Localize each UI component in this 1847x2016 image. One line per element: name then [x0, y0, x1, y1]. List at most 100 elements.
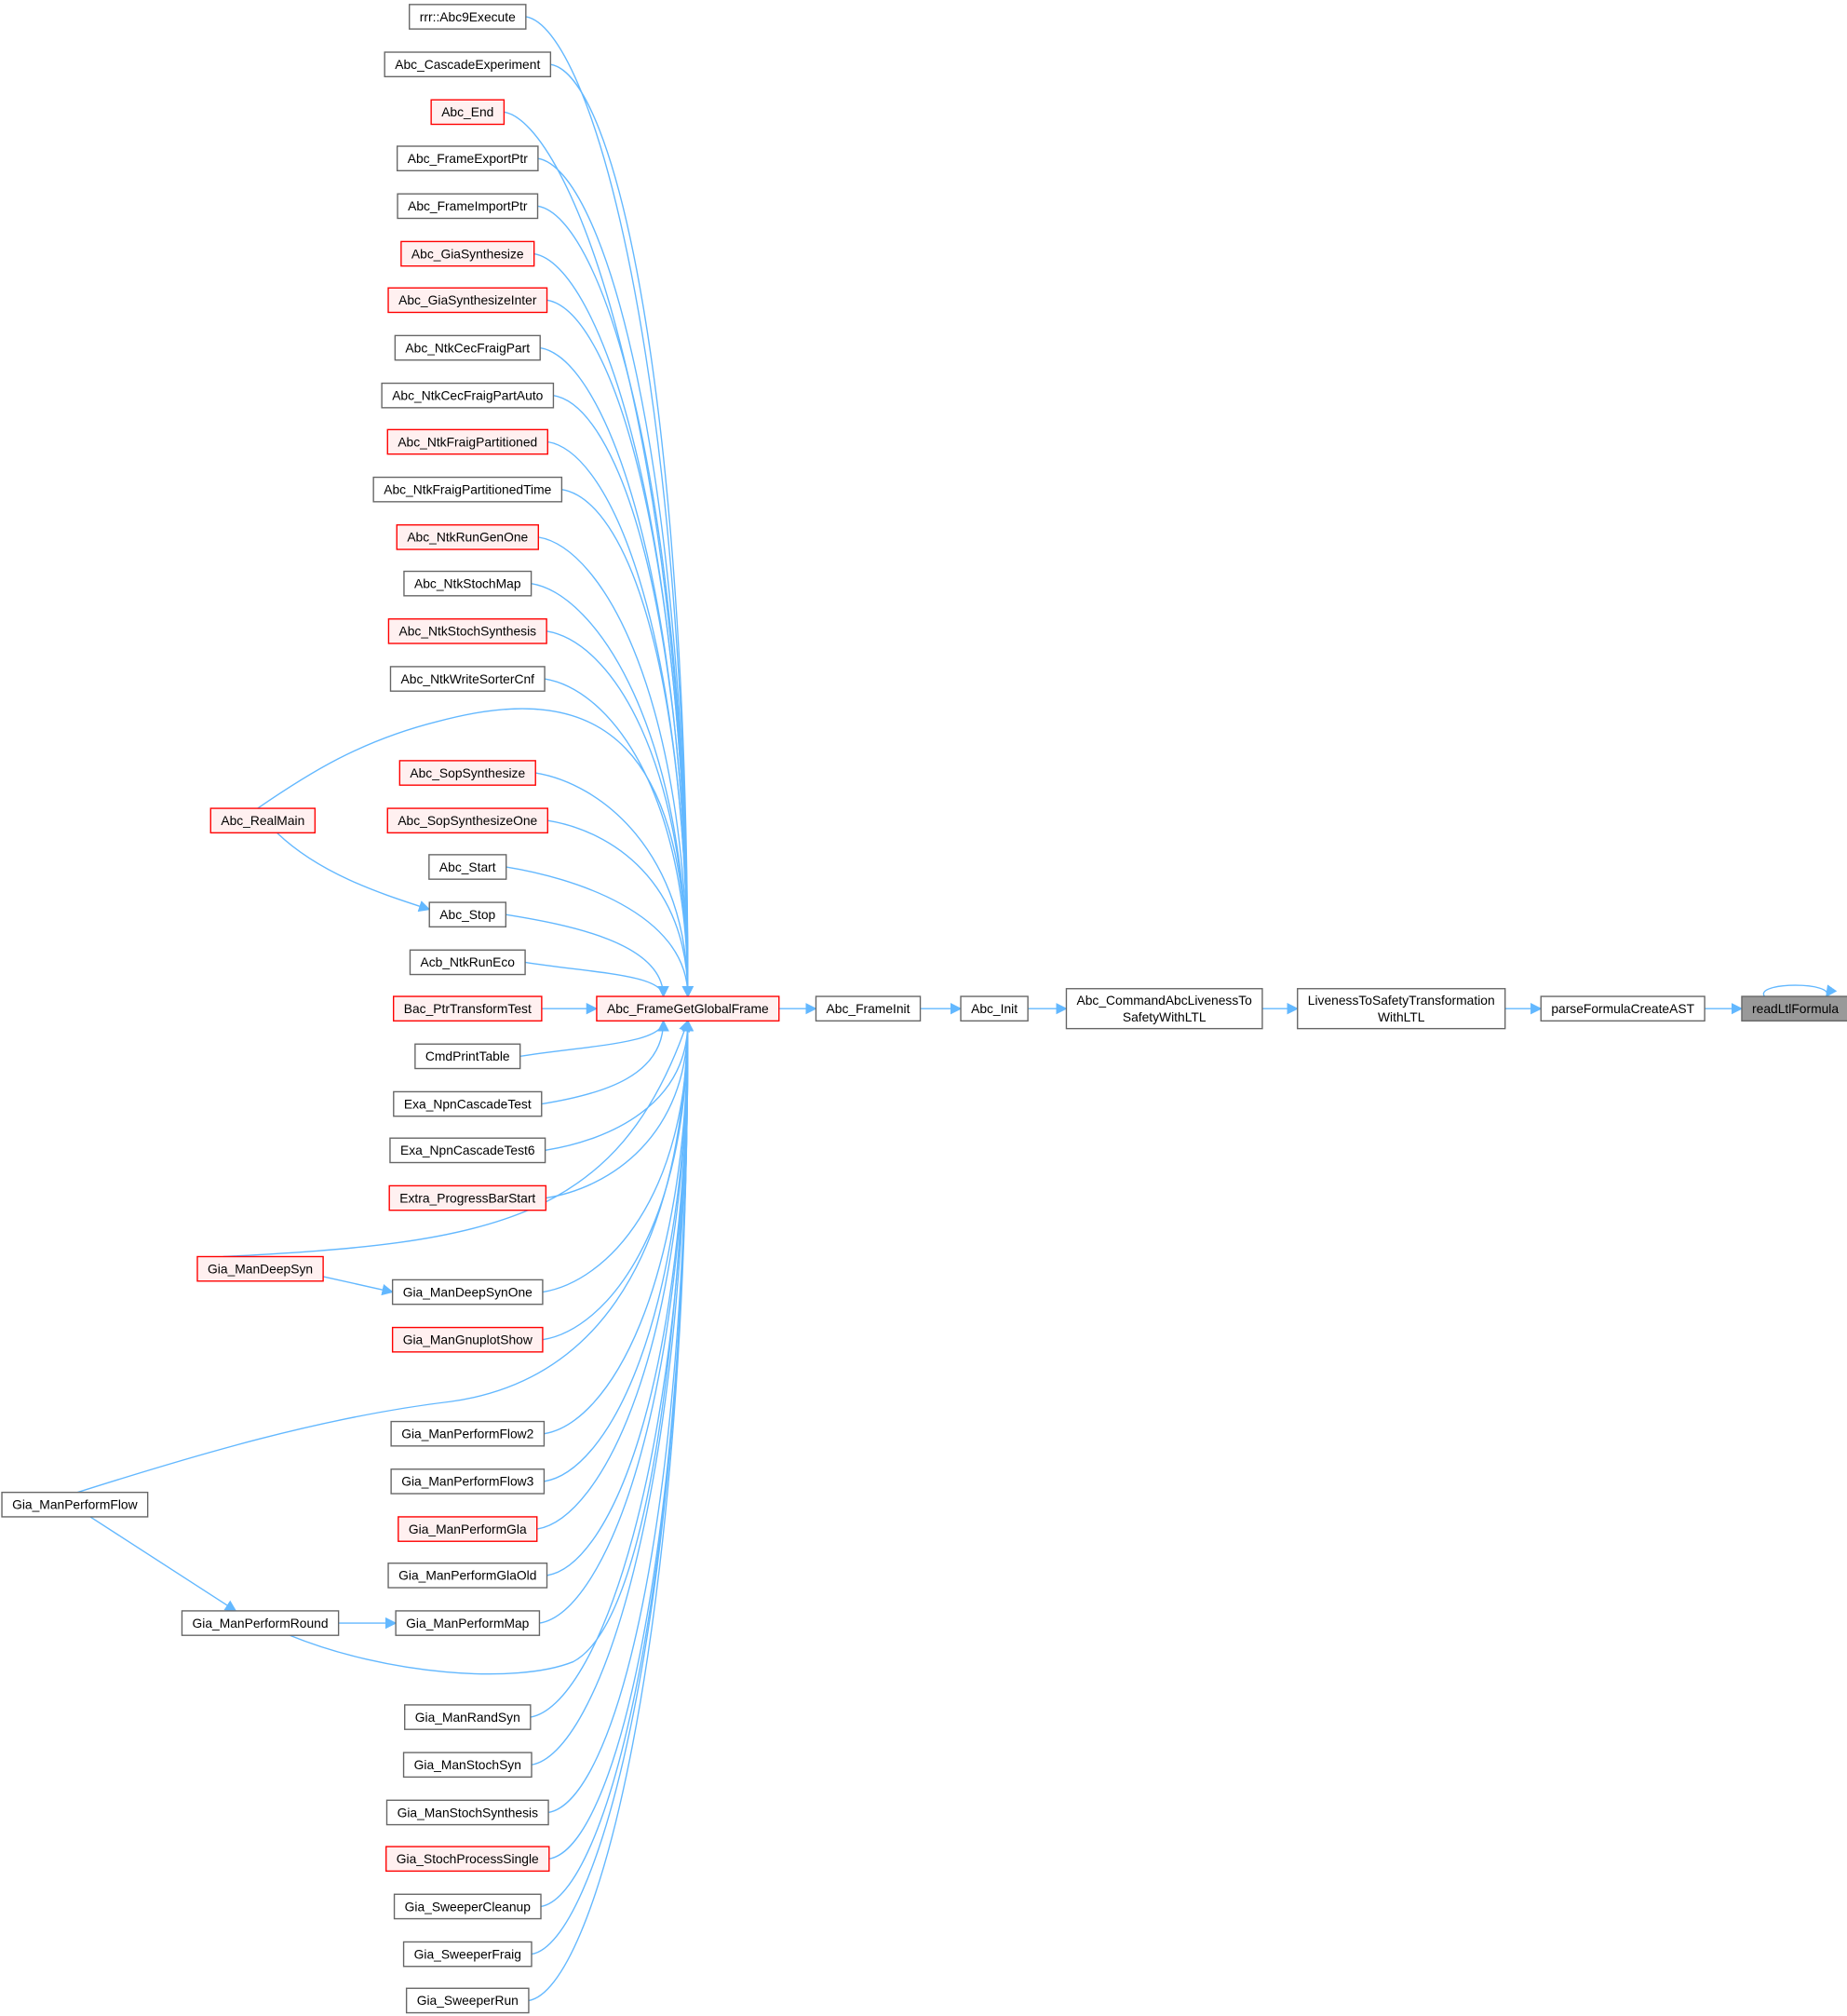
node-sopsyn[interactable]: Abc_SopSynthesize	[398, 760, 536, 786]
node-label: Abc_GiaSynthesize	[411, 246, 524, 261]
node-rrr[interactable]: rrr::Abc9Execute	[409, 4, 527, 30]
edge-giasyni-to-ggf	[546, 299, 694, 998]
node-box	[391, 1326, 544, 1353]
node-label: Gia_ManPerformRound	[193, 1616, 329, 1630]
node-start[interactable]: Abc_Start	[428, 854, 507, 880]
node-label: Gia_ManPerformGlaOld	[398, 1568, 536, 1583]
node-box	[398, 760, 536, 786]
node-box	[1540, 995, 1705, 1022]
edge-start-to-ggf	[506, 866, 694, 998]
node-box	[386, 807, 548, 834]
node-label: Gia_ManStochSynthesis	[398, 1805, 539, 1820]
node-giasyn[interactable]: Abc_GiaSynthesize	[400, 240, 535, 267]
node-stochsyn2[interactable]: Gia_ManStochSyn	[402, 1752, 533, 1779]
node-readltl[interactable]: readLtlFormula	[1741, 995, 1847, 1022]
node-box	[209, 807, 317, 834]
edge-flow3-to-ggf	[544, 1020, 694, 1482]
node-flow3[interactable]: Gia_ManPerformFlow3	[390, 1468, 546, 1495]
node-fimp[interactable]: Abc_FrameImportPtr	[397, 193, 539, 220]
node-fpartt[interactable]: Abc_NtkFraigPartitionedTime	[372, 476, 563, 503]
node-box	[428, 854, 507, 880]
edge-randsyn-to-ggf	[530, 1020, 694, 1718]
node-deepsyn1[interactable]: Gia_ManDeepSynOne	[391, 1279, 544, 1306]
node-stochsynth[interactable]: Gia_ManStochSynthesis	[385, 1799, 549, 1826]
node-box	[392, 995, 543, 1022]
node-finit[interactable]: Abc_FrameInit	[815, 995, 922, 1022]
node-realmain[interactable]: Abc_RealMain	[209, 807, 317, 834]
node-rungen[interactable]: Abc_NtkRunGenOne	[396, 524, 539, 550]
node-pmap[interactable]: Gia_ManPerformMap	[395, 1610, 541, 1636]
node-stochmap[interactable]: Abc_NtkStochMap	[403, 570, 533, 597]
node-ggf[interactable]: Abc_FrameGetGlobalFrame	[596, 995, 780, 1022]
edge-realmain-to-ggf	[257, 708, 694, 998]
edge-gla-to-ggf	[536, 1020, 694, 1530]
node-fexp[interactable]: Abc_FrameExportPtr	[396, 145, 539, 171]
node-pflow[interactable]: Gia_ManPerformFlow	[1, 1491, 149, 1518]
node-label: Abc_FrameGetGlobalFrame	[607, 1001, 769, 1016]
node-box	[387, 1563, 548, 1589]
node-flow2[interactable]: Gia_ManPerformFlow2	[390, 1420, 546, 1447]
node-label: Exa_NpnCascadeTest6	[400, 1143, 535, 1157]
node-label: Gia_ManPerformGla	[409, 1522, 527, 1536]
node-fpart[interactable]: Abc_NtkFraigPartitioned	[386, 428, 548, 455]
node-init[interactable]: Abc_Init	[960, 995, 1029, 1022]
node-swrun[interactable]: Gia_SweeperRun	[405, 1987, 530, 2014]
node-stochproc[interactable]: Gia_StochProcessSingle	[385, 1846, 550, 1873]
edge-fimp-to-ggf	[537, 205, 694, 998]
node-label: Abc_End	[441, 104, 493, 119]
node-giasyni[interactable]: Abc_GiaSynthesizeInter	[387, 287, 548, 314]
node-box	[409, 949, 526, 976]
edge-swfraig-to-ggf	[531, 1020, 694, 1955]
node-exa[interactable]: Exa_NpnCascadeTest	[393, 1090, 543, 1117]
node-cmdpt[interactable]: CmdPrintTable	[414, 1043, 521, 1070]
node-label: Gia_ManStochSyn	[414, 1757, 521, 1772]
node-deepsyn[interactable]: Gia_ManDeepSyn	[196, 1255, 324, 1282]
edge-realmain-to-stop	[276, 832, 431, 913]
node-box	[372, 476, 563, 503]
node-label: Abc_CommandAbcLivenessTo	[1077, 993, 1253, 1008]
node-label: Abc_NtkWriteSorterCnf	[401, 671, 535, 686]
node-casc[interactable]: Abc_CascadeExperiment	[384, 51, 552, 78]
node-acbeco[interactable]: Acb_NtkRunEco	[409, 949, 526, 976]
node-label: Gia_ManPerformFlow3	[401, 1474, 533, 1489]
node-box	[396, 145, 539, 171]
node-label: parseFormulaCreateAST	[1551, 1001, 1694, 1016]
node-box	[388, 1184, 547, 1211]
node-box	[405, 1987, 530, 2014]
node-end[interactable]: Abc_End	[430, 99, 506, 126]
node-stop[interactable]: Abc_Stop	[428, 901, 507, 928]
node-wsorter[interactable]: Abc_NtkWriteSorterCnf	[389, 666, 546, 692]
node-gla[interactable]: Gia_ManPerformGla	[398, 1516, 538, 1542]
node-box	[386, 428, 548, 455]
edge-glaold-to-ggf	[546, 1020, 694, 1576]
node-swclean[interactable]: Gia_SweeperCleanup	[393, 1893, 542, 1920]
node-label: Abc_NtkFraigPartitionedTime	[384, 482, 551, 497]
edge-sopsyn-to-ggf	[535, 772, 694, 998]
node-swfraig[interactable]: Gia_SweeperFraig	[402, 1941, 533, 1968]
edge-flow2-to-ggf	[544, 1020, 694, 1435]
node-exa6[interactable]: Exa_NpnCascadeTest6	[389, 1137, 546, 1164]
node-label: Abc_FrameImportPtr	[408, 198, 528, 213]
node-extrapb[interactable]: Extra_ProgressBarStart	[388, 1184, 547, 1211]
node-label: Abc_NtkStochMap	[414, 576, 521, 591]
node-bacptr[interactable]: Bac_PtrTransformTest	[392, 995, 543, 1022]
node-label: Gia_StochProcessSingle	[397, 1851, 539, 1866]
node-cecfpa[interactable]: Abc_NtkCecFraigPartAuto	[381, 382, 555, 409]
node-parse[interactable]: parseFormulaCreateAST	[1540, 995, 1705, 1022]
node-stochsyn[interactable]: Abc_NtkStochSynthesis	[387, 618, 547, 644]
node-gnuplot[interactable]: Gia_ManGnuplotShow	[391, 1326, 544, 1353]
node-glaold[interactable]: Gia_ManPerformGlaOld	[387, 1563, 548, 1589]
node-label: Abc_FrameExportPtr	[408, 151, 529, 166]
node-label: rrr::Abc9Execute	[420, 9, 516, 24]
node-pround[interactable]: Gia_ManPerformRound	[181, 1610, 340, 1636]
node-randsyn[interactable]: Gia_ManRandSyn	[404, 1704, 532, 1730]
node-label: Exa_NpnCascadeTest	[404, 1096, 532, 1111]
node-sopsyn1[interactable]: Abc_SopSynthesizeOne	[386, 807, 548, 834]
node-cecfp[interactable]: Abc_NtkCecFraigPart	[394, 334, 541, 361]
edge-fpartt-to-ggf	[561, 489, 694, 998]
node-box	[403, 570, 533, 597]
node-label: Gia_ManPerformMap	[406, 1616, 529, 1630]
